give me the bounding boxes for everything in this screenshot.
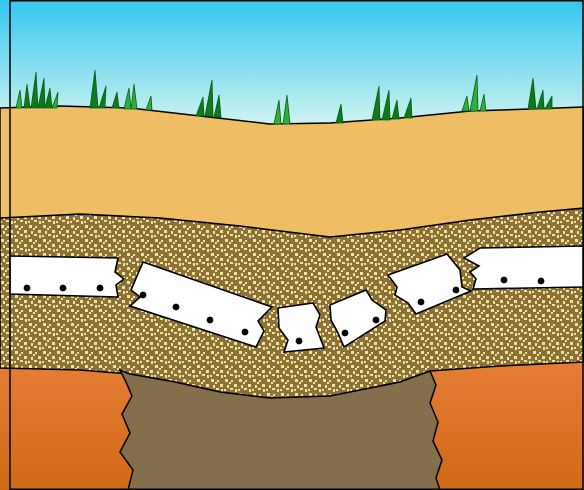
pipe-hole bbox=[342, 330, 349, 337]
pipe-segment-6 bbox=[464, 246, 584, 289]
pipe-hole bbox=[207, 317, 214, 324]
pipe-hole bbox=[501, 277, 508, 284]
pipe-hole bbox=[373, 317, 380, 324]
pipe-hole bbox=[538, 278, 545, 285]
pipe-hole bbox=[97, 285, 104, 292]
pipe-hole bbox=[140, 292, 147, 299]
pipe-hole bbox=[296, 338, 303, 345]
pipe-hole bbox=[453, 287, 460, 294]
pipe-hole bbox=[173, 304, 180, 311]
pipe-hole bbox=[24, 285, 31, 292]
pipe-hole bbox=[60, 285, 67, 292]
pipe-hole bbox=[242, 329, 249, 336]
pipe-hole bbox=[418, 299, 425, 306]
